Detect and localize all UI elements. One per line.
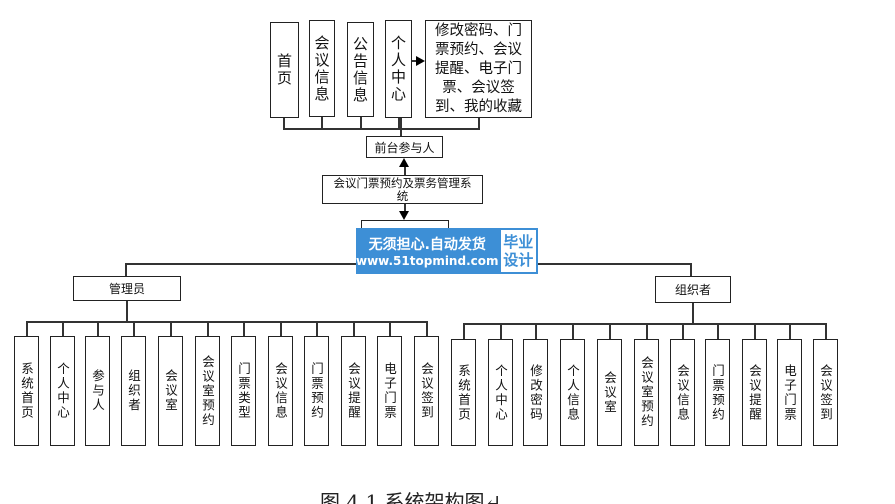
admin-module: 会议室 (158, 336, 183, 446)
node-personal-center: 个人中心 (385, 20, 412, 118)
node-meeting-info: 会议信息 (309, 20, 335, 117)
watermark-badge-2: 设计 (503, 251, 534, 269)
admin-module: 门票预约 (304, 336, 329, 446)
node-notice-info: 公告信息 (347, 22, 374, 117)
node-organizer: 组织者 (655, 276, 731, 303)
admin-module: 会议室预约 (195, 336, 220, 446)
organizer-module: 会议签到 (813, 339, 838, 446)
watermark-url: www.51topmind.com (356, 254, 499, 268)
admin-module: 个人中心 (50, 336, 75, 446)
admin-module: 组织者 (121, 336, 146, 446)
organizer-module: 个人中心 (488, 339, 513, 446)
organizer-module: 修改密码 (523, 339, 548, 446)
admin-module: 参与人 (85, 336, 110, 446)
watermark-slogan: 无须担心.自动发货 (368, 237, 486, 253)
admin-module: 会议信息 (268, 336, 293, 446)
organizer-module: 会议室 (597, 339, 622, 446)
organizer-module: 门票预约 (705, 339, 730, 446)
organizer-module: 个人信息 (560, 339, 585, 446)
arrow-down-icon (399, 211, 409, 220)
arrow-up-icon (399, 158, 409, 167)
admin-module: 会议签到 (414, 336, 439, 446)
node-home: 首页 (270, 22, 299, 118)
admin-module: 系统首页 (14, 336, 39, 446)
node-personal-detail: 修改密码、门票预约、会议提醒、电子门票、会议签到、我的收藏 (425, 20, 532, 118)
node-front-participant: 前台参与人 (366, 136, 443, 158)
admin-module: 电子门票 (377, 336, 402, 446)
node-system: 会议门票预约及票务管理系统 (322, 175, 483, 204)
watermark-badge-1: 毕业 (503, 233, 534, 251)
admin-module: 会议提醒 (341, 336, 366, 446)
organizer-module: 会议室预约 (634, 339, 659, 446)
organizer-module: 系统首页 (451, 339, 476, 446)
organizer-module: 会议信息 (670, 339, 695, 446)
organizer-module: 会议提醒 (742, 339, 767, 446)
node-admin: 管理员 (73, 276, 181, 301)
arrow-right-icon (416, 56, 425, 66)
figure-caption: 图 4.1 系统架构图↵ (320, 490, 502, 504)
organizer-module: 电子门票 (777, 339, 802, 446)
admin-module: 门票类型 (231, 336, 256, 446)
